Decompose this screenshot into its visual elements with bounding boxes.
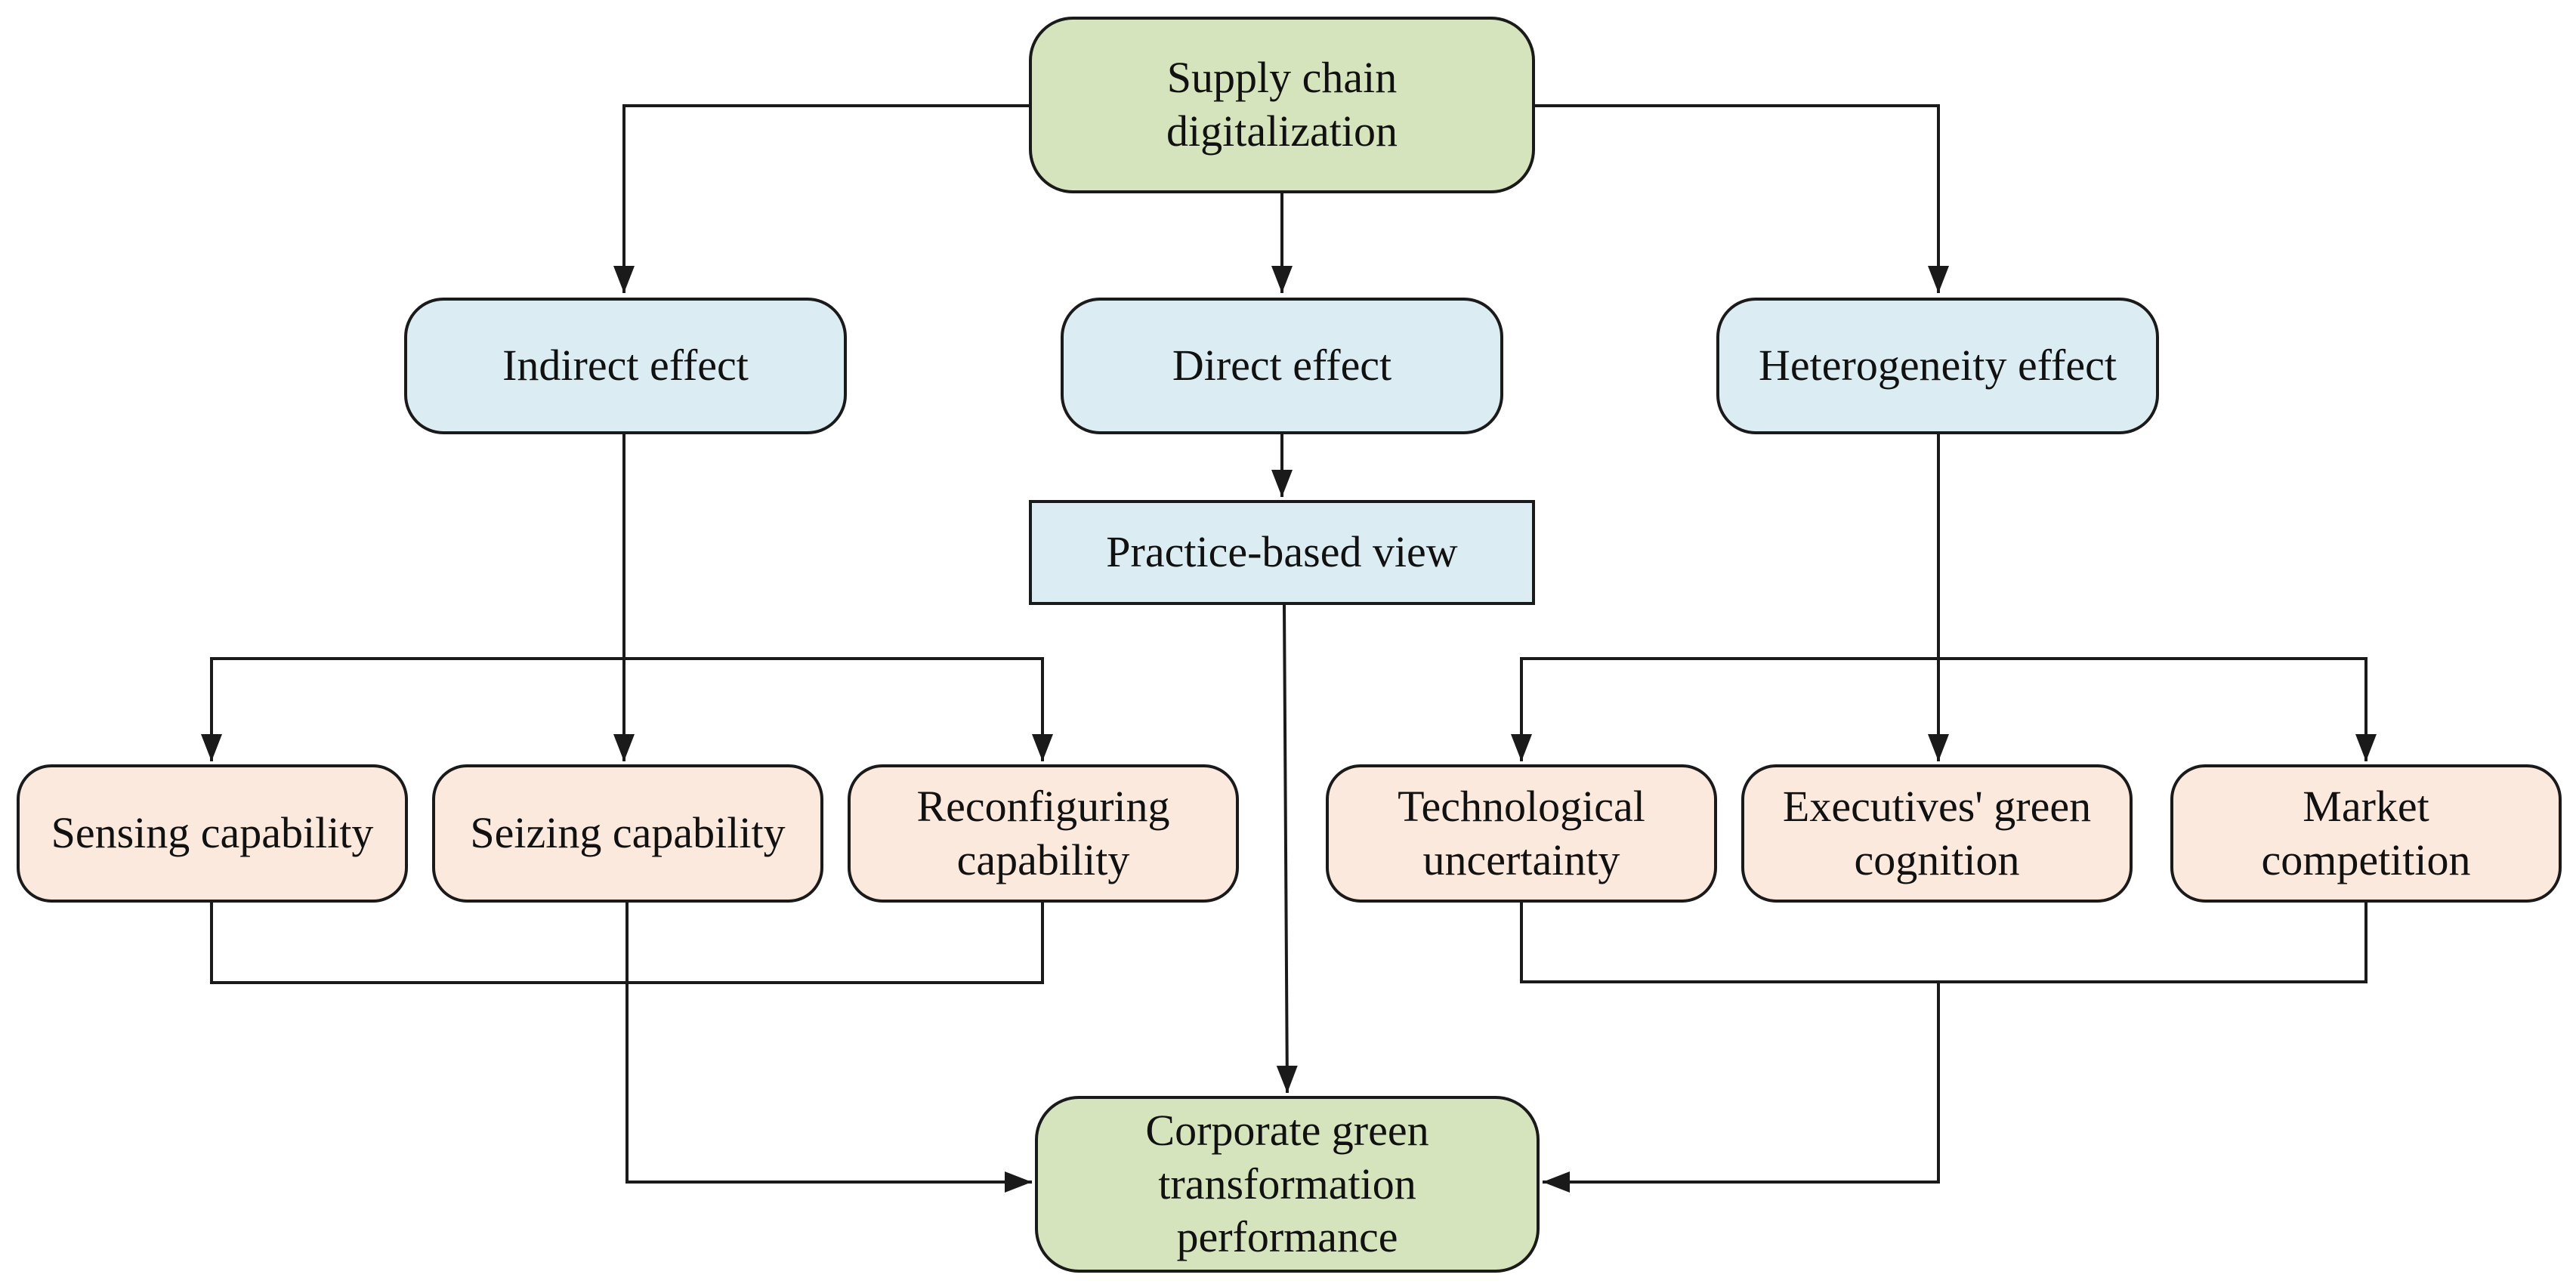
node-corporate-green-transformation-performance: Corporate green transformation performan… xyxy=(1035,1096,1540,1273)
node-label: Practice-based view xyxy=(1106,527,1458,577)
node-label-line: Reconfiguring xyxy=(916,781,1170,831)
node-label-line: Executives' green xyxy=(1782,781,2092,831)
node-executives-green-cognition: Executives' green cognition xyxy=(1741,764,2133,903)
arrow-practice-to-bottom xyxy=(1276,604,1298,1094)
node-label-line: performance xyxy=(1176,1212,1398,1262)
arrow-branch-to-sensing xyxy=(201,657,624,761)
node-label-line: Market xyxy=(2303,781,2429,831)
node-label: Indirect effect xyxy=(502,341,749,390)
line-moderators-join xyxy=(1520,903,2368,983)
node-label-line: Technological xyxy=(1398,781,1645,831)
node-label: Sensing capability xyxy=(51,808,374,858)
node-direct-effect: Direct effect xyxy=(1061,298,1503,434)
arrow-branch-to-market xyxy=(1938,657,2377,761)
node-reconfiguring-capability: Reconfiguring capability xyxy=(848,764,1239,903)
node-label-line: transformation xyxy=(1158,1159,1416,1208)
arrow-top-to-heterogeneity xyxy=(1535,104,1949,293)
node-label-line: digitalization xyxy=(1166,106,1398,156)
node-practice-based-view: Practice-based view xyxy=(1029,500,1535,605)
node-label: Heterogeneity effect xyxy=(1759,341,2117,390)
arrow-branch-to-reconfiguring xyxy=(624,657,1053,761)
node-label: Seizing capability xyxy=(470,808,786,858)
node-label-line: uncertainty xyxy=(1422,835,1620,884)
arrow-top-to-indirect xyxy=(613,104,1029,293)
node-seizing-capability: Seizing capability xyxy=(432,764,823,903)
node-supply-chain-digitalization: Supply chain digitalization xyxy=(1029,17,1535,193)
node-heterogeneity-effect: Heterogeneity effect xyxy=(1716,298,2159,434)
arrow-capabilities-to-bottom xyxy=(625,903,1032,1193)
node-label-line: cognition xyxy=(1854,835,2020,884)
node-label: Direct effect xyxy=(1172,341,1392,390)
arrow-moderators-to-bottom xyxy=(1543,982,1940,1193)
node-market-competition: Market competition xyxy=(2170,764,2562,903)
node-label-line: capability xyxy=(956,835,1130,884)
node-indirect-effect: Indirect effect xyxy=(404,298,847,434)
node-label-line: competition xyxy=(2261,835,2471,884)
node-technological-uncertainty: Technological uncertainty xyxy=(1326,764,1717,903)
arrow-branch-to-tech-uncertainty xyxy=(1511,657,1938,761)
node-sensing-capability: Sensing capability xyxy=(17,764,408,903)
node-label-line: Supply chain xyxy=(1166,53,1398,103)
node-label-line: Corporate green xyxy=(1145,1105,1429,1155)
